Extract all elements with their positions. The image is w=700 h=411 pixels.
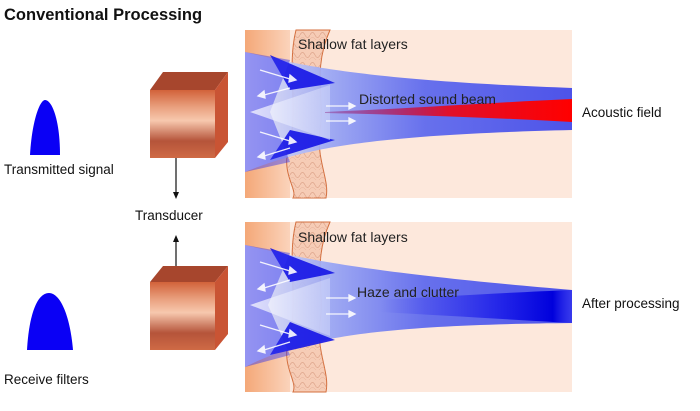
output-label-top: Acoustic field bbox=[582, 105, 662, 120]
beam-label-bottom: Haze and clutter bbox=[357, 284, 459, 300]
transmitted-signal-pulse bbox=[30, 100, 60, 155]
transmitted-signal-label: Transmitted signal bbox=[4, 162, 114, 177]
acoustic-panel-bottom bbox=[245, 221, 572, 393]
beam-label-top: Distorted sound beam bbox=[359, 91, 496, 107]
acoustic-panel-top bbox=[245, 29, 572, 199]
fat-layers-label-top: Shallow fat layers bbox=[298, 36, 408, 52]
transducer-bottom-cube bbox=[150, 266, 228, 350]
output-label-bottom: After processing bbox=[582, 296, 680, 311]
receive-filters-pulse bbox=[27, 293, 73, 350]
arrow-down-icon bbox=[173, 158, 179, 199]
transducer-label: Transducer bbox=[135, 208, 203, 223]
transducer-top-cube bbox=[150, 72, 228, 158]
fat-layers-label-bottom: Shallow fat layers bbox=[298, 229, 408, 245]
receive-filters-label: Receive filters bbox=[4, 372, 89, 387]
diagram-title: Conventional Processing bbox=[4, 6, 203, 24]
